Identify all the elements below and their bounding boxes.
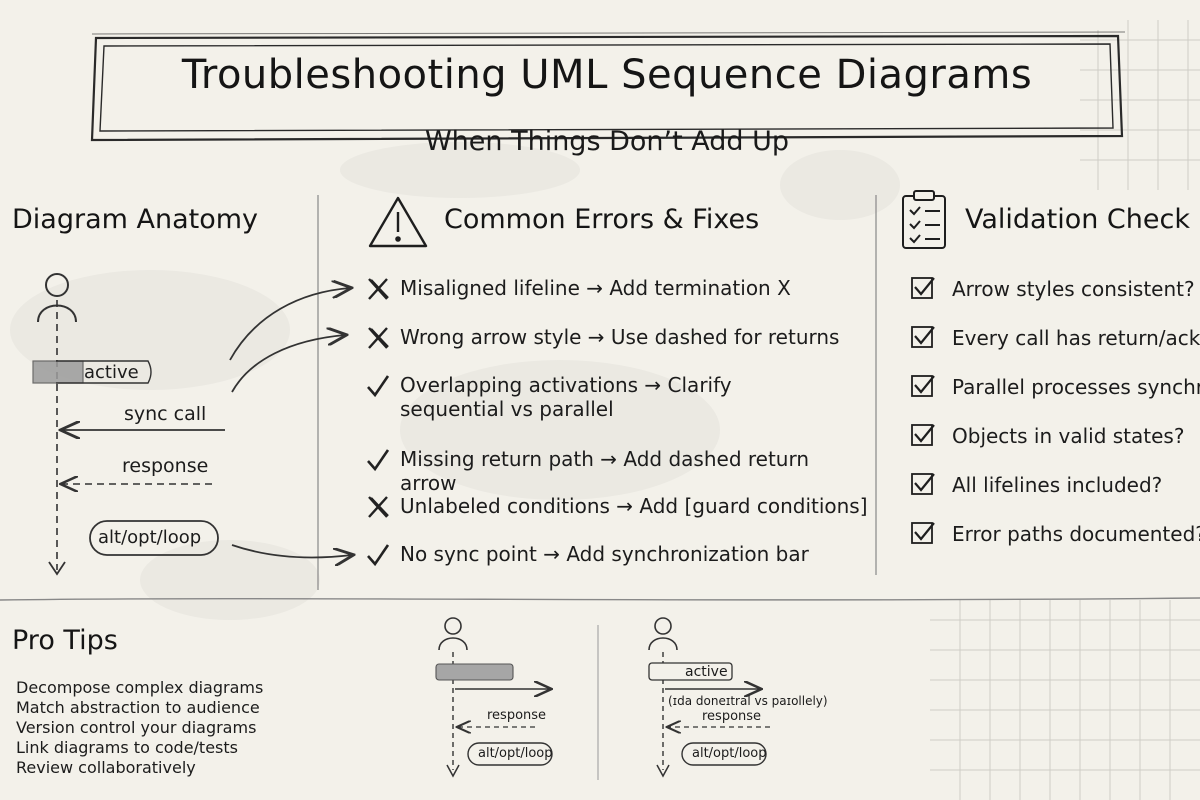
mini-left-fragment-label: alt/opt/loop [478, 746, 553, 761]
mini-right-note-label: (ɪda doneɪtral vs paɪollely) [668, 694, 828, 708]
sync-call-label: sync call [124, 403, 207, 425]
tip-item: Match abstraction to audience [16, 698, 260, 717]
anatomy-diagram [32, 273, 225, 576]
tip-item: Link diagrams to code/tests [16, 738, 238, 757]
actor-icon [648, 617, 678, 651]
tip-item: Decompose complex diagrams [16, 678, 264, 697]
grid-top-right [1080, 20, 1200, 190]
error-item: Misaligned lifeline → Add termination X [400, 276, 791, 300]
anatomy-section-title: Diagram Anatomy [12, 204, 259, 235]
mini-right-fragment-label: alt/opt/loop [692, 746, 767, 761]
protips-section-title: Pro Tips [12, 625, 118, 656]
checkbox-icon [911, 375, 935, 397]
checkbox-icon [911, 473, 935, 495]
warning-icon [368, 196, 428, 248]
validation-section-title: Validation Check [965, 204, 1190, 235]
page-title: Troubleshooting UML Sequence Diagrams [181, 52, 1033, 98]
grid-bottom-right [930, 600, 1200, 800]
errors-section-title: Common Errors & Fixes [444, 204, 760, 235]
cross-icon [365, 494, 391, 524]
checkbox-icon [911, 424, 935, 446]
mini-diagram-right [648, 617, 770, 778]
mini-right-response-label: response [702, 709, 762, 724]
actor-icon [438, 617, 468, 651]
check-icon [365, 373, 391, 403]
validation-checkboxes [911, 277, 935, 544]
active-pill [56, 360, 152, 384]
page-subtitle: When Things Don’t Add Up [424, 126, 790, 157]
check-icon [365, 447, 391, 477]
checkbox-icon [911, 277, 935, 299]
validation-item: All lifelines included? [952, 473, 1163, 497]
response-label: response [122, 455, 209, 477]
checkbox-icon [911, 522, 935, 544]
error-item: Missing return path → Add dashed return … [400, 447, 810, 495]
error-item: Wrong arrow style → Use dashed for retur… [400, 325, 840, 349]
validation-item: Parallel processes synchr [952, 375, 1200, 399]
validation-item: Every call has return/ack [952, 326, 1200, 350]
tip-item: Version control your diagrams [16, 718, 257, 737]
mini-right-active-label: active [685, 664, 728, 680]
tip-item: Review collaboratively [16, 758, 196, 777]
check-icon [365, 542, 391, 572]
curve-arrow-2 [231, 335, 345, 393]
cross-icon [365, 276, 391, 306]
curve-arrow-3 [231, 544, 352, 558]
error-item: Unlabeled conditions → Add [guard condit… [400, 494, 868, 518]
smudges [10, 142, 900, 620]
active-label: active [84, 362, 139, 383]
validation-item: Objects in valid states? [952, 424, 1185, 448]
error-item: Overlapping activations → Clarify sequen… [400, 373, 732, 421]
activation-bar [32, 360, 84, 384]
validation-item: Arrow styles consistent? [952, 277, 1195, 301]
validation-item: Error paths documented? [952, 522, 1200, 546]
title-frame [90, 31, 1126, 142]
error-item: No sync point → Add synchronization bar [400, 542, 809, 566]
clipboard-icon [902, 190, 946, 249]
cross-icon [365, 325, 391, 355]
mini-left-response-label: response [487, 708, 547, 723]
divider-horizontal [0, 597, 1200, 601]
checkbox-icon [911, 326, 935, 348]
mini-diagram-left [435, 617, 552, 778]
anatomy-lifeline-end [48, 561, 66, 576]
fragment-pill [89, 520, 219, 556]
fragment-label: alt/opt/loop [98, 527, 202, 548]
curve-arrow-1 [229, 288, 350, 361]
